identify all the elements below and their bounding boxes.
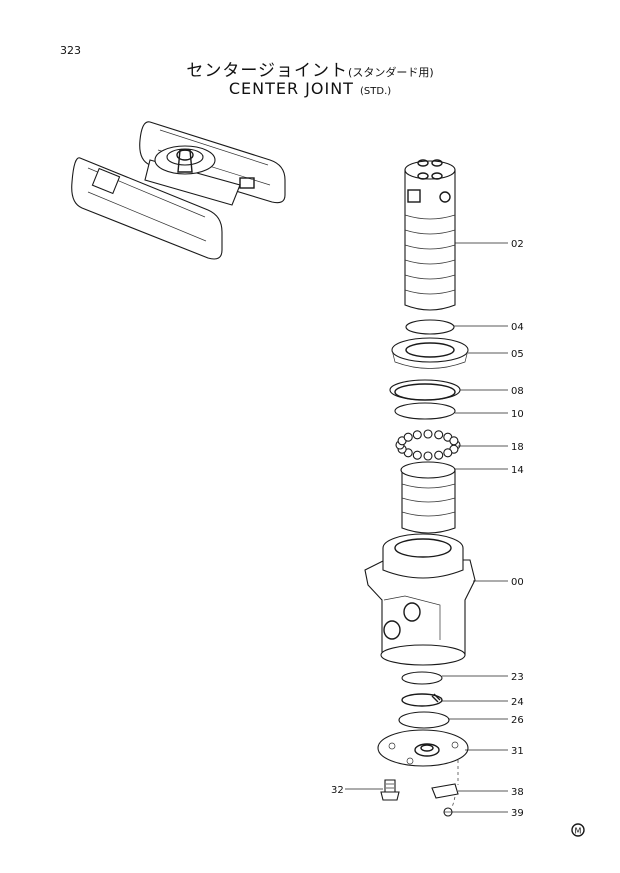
part-04-oring	[405, 319, 455, 335]
steel-ball	[412, 430, 422, 440]
part-05-seal	[391, 337, 469, 369]
callout-labels: 02 04 05 08 10 18 14 00 23 24 26 31 38 3…	[331, 239, 524, 819]
steel-ball	[412, 450, 422, 460]
mark-letter: M	[575, 827, 582, 836]
callout-00: 00	[511, 577, 524, 588]
steel-ball	[423, 451, 433, 461]
part-39-screw	[443, 807, 453, 817]
part-24-snapring	[401, 693, 443, 707]
title-jp-main: センタージョイント	[186, 61, 349, 81]
part-38-plate	[431, 783, 459, 799]
part-14-seals	[400, 461, 456, 534]
callout-32: 32	[331, 785, 344, 796]
part-26-oring	[398, 711, 450, 729]
callout-10: 10	[511, 409, 524, 420]
part-10-ring	[394, 402, 456, 420]
callout-05: 05	[511, 349, 524, 360]
part-00-body	[364, 533, 476, 666]
page-number: 323	[60, 44, 81, 57]
part-02-spindle	[404, 159, 456, 311]
steel-ball	[443, 448, 453, 458]
callout-18: 18	[511, 442, 524, 453]
title-japanese: センタージョイント(スタンダード用)	[0, 56, 620, 81]
callout-14: 14	[511, 465, 524, 476]
callout-26: 26	[511, 715, 524, 726]
manufacturer-mark: M	[571, 823, 585, 837]
steel-ball	[423, 429, 433, 439]
title-en-sub: (STD.)	[360, 86, 392, 97]
steel-ball	[403, 432, 413, 442]
undercarriage-sketch	[71, 121, 286, 260]
callout-04: 04	[511, 322, 524, 333]
callout-24: 24	[511, 697, 524, 708]
part-18-balls	[395, 429, 461, 461]
leader-lines	[345, 242, 508, 813]
callout-31: 31	[511, 746, 524, 757]
part-23-oring	[401, 671, 443, 685]
part-32-bolt	[380, 779, 400, 801]
part-08-ring	[389, 379, 461, 401]
callout-02: 02	[511, 239, 524, 250]
part-31-cover	[377, 729, 469, 767]
steel-ball	[434, 450, 444, 460]
title-english: CENTER JOINT (STD.)	[0, 79, 620, 98]
steel-ball	[434, 430, 444, 440]
callout-39: 39	[511, 808, 524, 819]
callout-08: 08	[511, 386, 524, 397]
title-jp-sub: (スタンダード用)	[348, 66, 434, 79]
steel-ball	[449, 436, 459, 446]
title-en-main: CENTER JOINT	[228, 79, 354, 98]
callout-23: 23	[511, 672, 524, 683]
callout-38: 38	[511, 787, 524, 798]
